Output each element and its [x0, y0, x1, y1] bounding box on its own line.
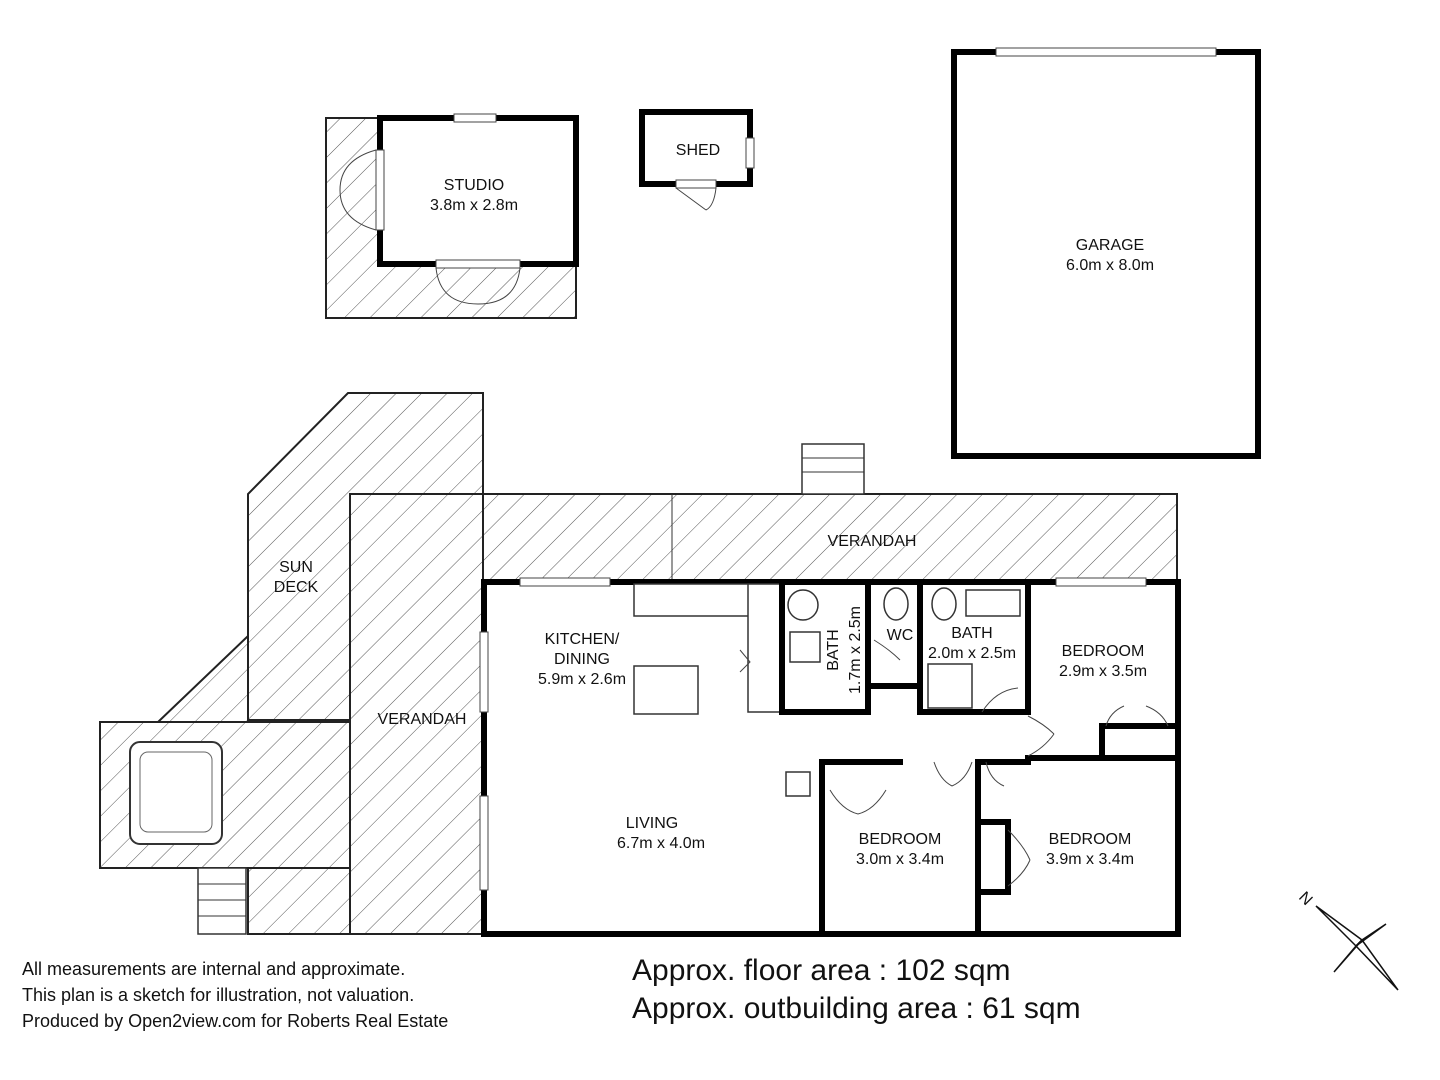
garage-room: GARAGE 6.0m x 8.0m [951, 47, 1261, 459]
sun-deck-line1: SUN [279, 559, 313, 576]
outbuilding-area: Approx. outbuilding area : 61 sqm [632, 992, 1081, 1025]
bath2-name: BATH [951, 625, 992, 642]
main-house: KITCHEN/ DINING 5.9m x 2.6m BATH 1.7m x … [479, 577, 1181, 937]
bedroom1-size: 2.9m x 3.5m [1059, 663, 1147, 680]
studio-room: STUDIO 3.8m x 2.8m [339, 113, 579, 305]
bedroom2-name: BEDROOM [859, 831, 942, 848]
verandah-top-name: VERANDAH [828, 533, 917, 550]
disclaimer-notes: All measurements are internal and approx… [22, 956, 448, 1034]
bath1-name: BATH [825, 629, 842, 670]
spa-deck [99, 721, 351, 935]
studio-name: STUDIO [444, 177, 504, 194]
area-summary: Approx. floor area : 102 sqm Approx. out… [632, 952, 1081, 1028]
living-name: LIVING [626, 815, 678, 832]
note-line-3: Produced by Open2view.com for Roberts Re… [22, 1011, 449, 1031]
note-line-1: All measurements are internal and approx… [22, 959, 406, 979]
bedroom1-name: BEDROOM [1062, 643, 1145, 660]
verandah-top: VERANDAH [482, 443, 1178, 583]
wc-name: WC [887, 627, 914, 644]
shed-name: SHED [676, 142, 720, 159]
kitchen-line1: KITCHEN/ [545, 631, 620, 648]
verandah-left: VERANDAH [349, 493, 484, 935]
garage-name: GARAGE [1076, 237, 1144, 254]
shed-room: SHED [639, 109, 755, 211]
verandah-left-name: VERANDAH [378, 711, 467, 728]
garage-size: 6.0m x 8.0m [1066, 257, 1154, 274]
bedroom3-name: BEDROOM [1049, 831, 1132, 848]
kitchen-size: 5.9m x 2.6m [538, 671, 626, 688]
bedroom3-size: 3.9m x 3.4m [1046, 851, 1134, 868]
bath2-size: 2.0m x 2.5m [928, 645, 1016, 662]
bath1-size: 1.7m x 2.5m [847, 606, 864, 694]
sun-deck-line2: DECK [274, 579, 319, 596]
floor-area: Approx. floor area : 102 sqm [632, 954, 1011, 987]
compass-north-label: N [1295, 889, 1315, 909]
kitchen-line2: DINING [554, 651, 610, 668]
bedroom2-size: 3.0m x 3.4m [856, 851, 944, 868]
note-line-2: This plan is a sketch for illustration, … [22, 985, 415, 1005]
living-size: 6.7m x 4.0m [617, 835, 705, 852]
compass-icon: N [1295, 889, 1399, 991]
studio-size: 3.8m x 2.8m [430, 197, 518, 214]
